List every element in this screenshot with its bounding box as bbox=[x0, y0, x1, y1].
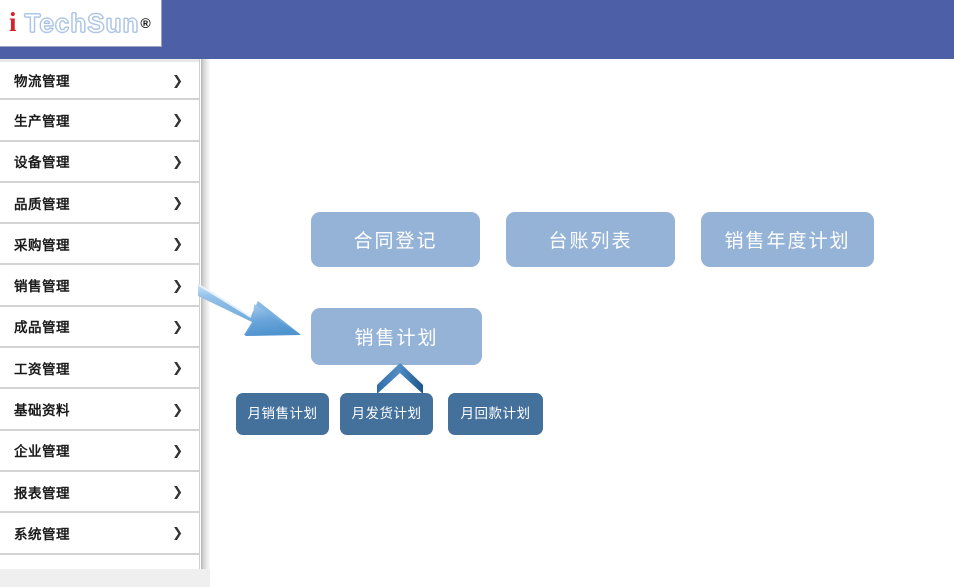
sidebar-item-6[interactable]: 销售管理 ❯ bbox=[0, 265, 199, 307]
chevron-right-icon: ❯ bbox=[172, 318, 183, 334]
sidebar-item-7[interactable]: 成品管理 ❯ bbox=[0, 306, 199, 349]
chevron-right-icon: ❯ bbox=[172, 360, 183, 376]
sidebar-item-label: 工资管理 bbox=[14, 361, 70, 378]
sidebar-item-label: 物流管理 bbox=[14, 74, 70, 91]
chevron-right-icon: ❯ bbox=[172, 277, 183, 293]
node-monthly-payment-plan[interactable]: 月回款计划 bbox=[448, 393, 543, 435]
chevron-right-icon: ❯ bbox=[172, 112, 183, 128]
sidebar-item-1[interactable]: 物流管理 ❯ bbox=[0, 59, 199, 101]
sidebar-item-9[interactable]: 基础资料 ❯ bbox=[0, 389, 199, 431]
sidebar-item-label: 报表管理 bbox=[14, 485, 70, 502]
sidebar-item-2[interactable]: 生产管理 ❯ bbox=[0, 100, 199, 142]
node-contract-registration[interactable]: 合同登记 bbox=[311, 212, 480, 267]
diagram-canvas: 合同登记 台账列表 销售年度计划 销售计划 月销售计划 月发货计划 月回款计划 bbox=[210, 59, 954, 587]
sidebar-item-label: 系统管理 bbox=[14, 526, 70, 543]
node-label: 月回款计划 bbox=[460, 405, 531, 422]
sidebar-item-label: 成品管理 bbox=[14, 320, 70, 337]
chevron-right-icon: ❯ bbox=[172, 525, 183, 541]
node-label: 月发货计划 bbox=[351, 405, 422, 422]
registered-trademark-icon: ® bbox=[140, 15, 151, 31]
chevron-right-icon: ❯ bbox=[172, 72, 183, 88]
sidebar-item-5[interactable]: 采购管理 ❯ bbox=[0, 224, 199, 266]
sidebar-edge-shadow bbox=[201, 59, 210, 569]
sidebar-bottom-filler bbox=[0, 569, 210, 587]
logo-letter-i: i bbox=[9, 6, 17, 37]
sidebar-item-11[interactable]: 报表管理 ❯ bbox=[0, 471, 199, 514]
sidebar-item-label: 设备管理 bbox=[14, 155, 70, 172]
header-bar: i TechSun ® bbox=[0, 0, 954, 59]
sidebar-item-12[interactable]: 系统管理 ❯ bbox=[0, 513, 199, 555]
node-label: 销售年度计划 bbox=[724, 230, 851, 252]
sidebar-item-4[interactable]: 品质管理 ❯ bbox=[0, 182, 199, 225]
sidebar-item-label: 品质管理 bbox=[14, 196, 70, 213]
sidebar-nav[interactable]: 物流管理 ❯ 生产管理 ❯ 设备管理 ❯ 品质管理 ❯ 采购管理 ❯ 销售管理 ❯ 成品管理 ❯ 工资管理 ❯… bbox=[0, 59, 200, 569]
brand-logo[interactable]: i TechSun ® bbox=[0, 0, 162, 47]
sidebar-item-label: 企业管理 bbox=[14, 444, 70, 461]
node-monthly-shipment-plan[interactable]: 月发货计划 bbox=[340, 393, 433, 435]
chevron-right-icon: ❯ bbox=[172, 153, 183, 169]
sidebar-item-10[interactable]: 企业管理 ❯ bbox=[0, 430, 199, 472]
node-label: 销售计划 bbox=[354, 327, 439, 349]
node-monthly-sales-plan[interactable]: 月销售计划 bbox=[236, 393, 329, 435]
sidebar-item-label: 采购管理 bbox=[14, 237, 70, 254]
sidebar-item-label: 基础资料 bbox=[14, 403, 70, 420]
chevron-right-icon: ❯ bbox=[172, 195, 183, 211]
sidebar-item-label: 生产管理 bbox=[14, 113, 70, 130]
sidebar-item-label: 销售管理 bbox=[14, 279, 70, 296]
chevron-right-icon: ❯ bbox=[172, 401, 183, 417]
chevron-right-icon: ❯ bbox=[172, 236, 183, 252]
node-annual-sales-plan[interactable]: 销售年度计划 bbox=[701, 212, 874, 267]
node-label: 合同登记 bbox=[353, 230, 438, 252]
node-label: 台账列表 bbox=[548, 230, 633, 252]
logo-wordmark: TechSun bbox=[24, 8, 140, 38]
node-label: 月销售计划 bbox=[247, 405, 318, 422]
node-sales-plan[interactable]: 销售计划 bbox=[311, 308, 482, 365]
sidebar-item-8[interactable]: 工资管理 ❯ bbox=[0, 348, 199, 390]
chevron-right-icon: ❯ bbox=[172, 484, 183, 500]
node-ledger-list[interactable]: 台账列表 bbox=[506, 212, 675, 267]
chevron-right-icon: ❯ bbox=[172, 442, 183, 458]
sidebar-item-3[interactable]: 设备管理 ❯ bbox=[0, 141, 199, 183]
